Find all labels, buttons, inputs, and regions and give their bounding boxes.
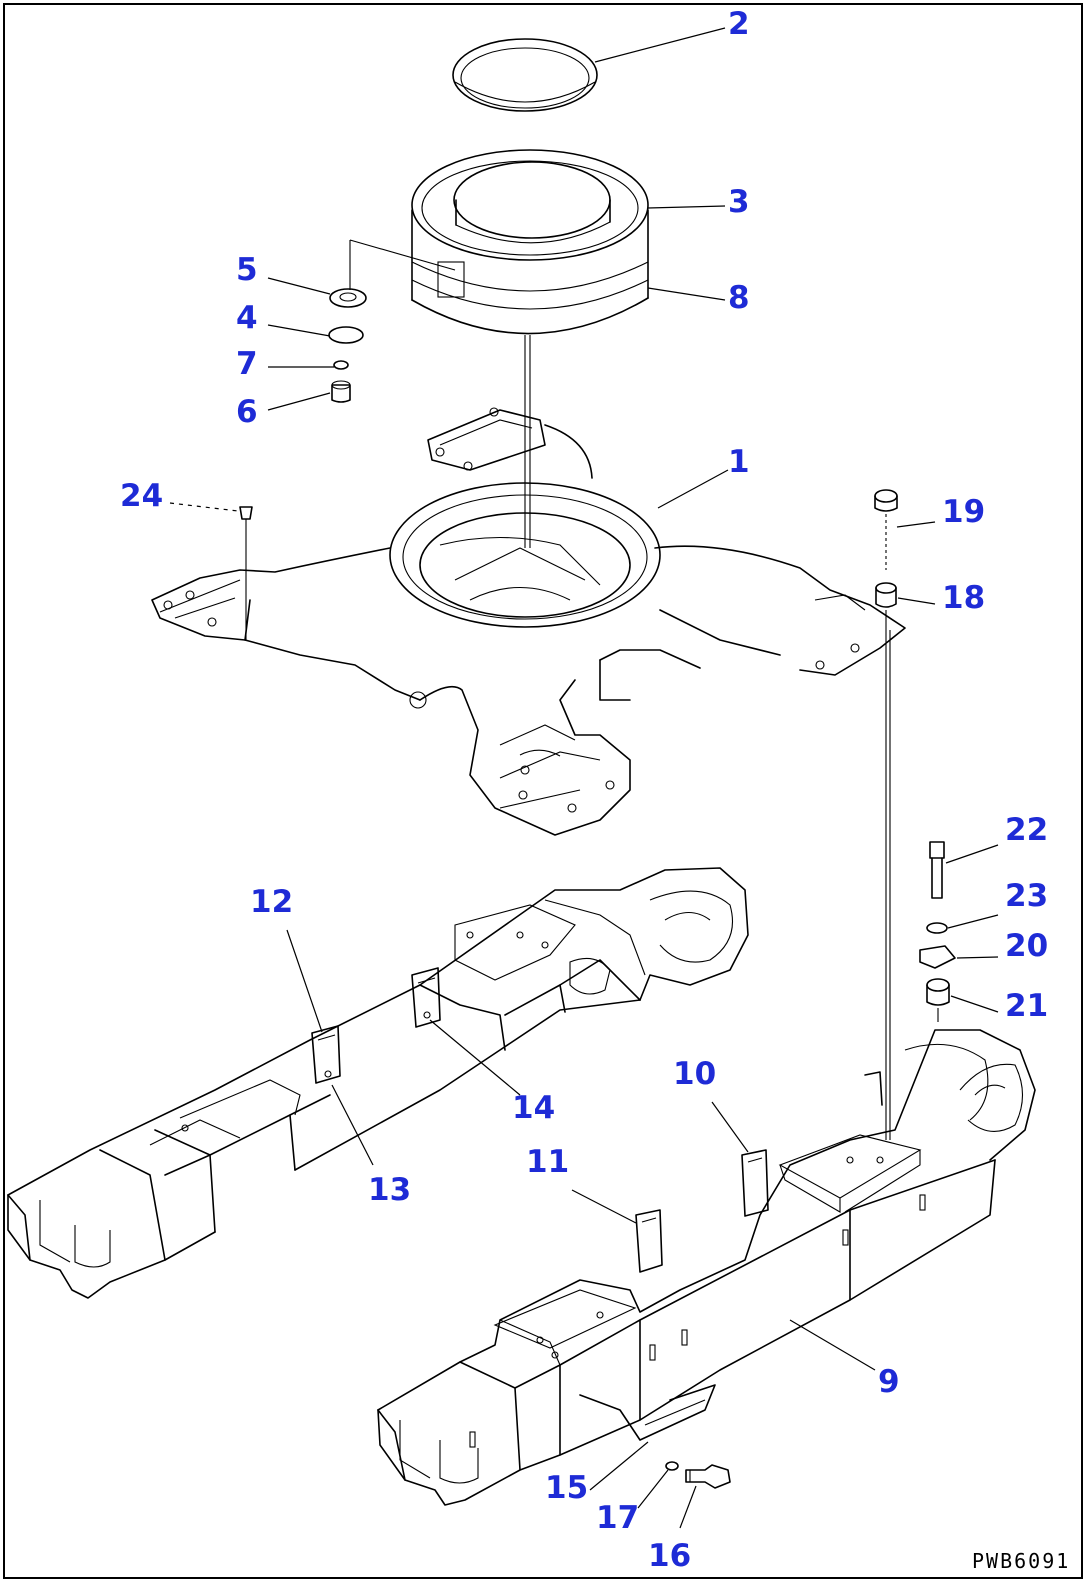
leader-stub-2 bbox=[349, 239, 456, 271]
callout-16: 16 bbox=[648, 1538, 691, 1574]
drawing-frame bbox=[3, 3, 1083, 1579]
callout-8: 8 bbox=[728, 280, 750, 316]
callout-22: 22 bbox=[1005, 812, 1048, 848]
callout-10: 10 bbox=[673, 1056, 716, 1092]
part-center-frame bbox=[151, 407, 906, 836]
part-track-frame-left bbox=[7, 867, 749, 1299]
callout-4: 4 bbox=[236, 300, 258, 336]
callouts: 2 3 8 1 5 4 7 6 24 19 18 22 23 20 21 12 … bbox=[120, 6, 1048, 1574]
drawing-code: PWB6091 bbox=[972, 1549, 1070, 1573]
callout-18: 18 bbox=[942, 580, 985, 616]
part-track-frame-right bbox=[377, 1029, 1036, 1506]
callout-19: 19 bbox=[942, 494, 985, 530]
callout-5: 5 bbox=[236, 252, 258, 288]
callout-15: 15 bbox=[545, 1470, 588, 1506]
part-swivel-ring bbox=[411, 149, 649, 335]
part-bolt-stack bbox=[919, 841, 956, 1022]
part-small-fittings bbox=[328, 288, 367, 403]
callout-14: 14 bbox=[512, 1090, 555, 1126]
callout-13: 13 bbox=[368, 1172, 411, 1208]
callout-24: 24 bbox=[120, 478, 163, 514]
part-seal-ring bbox=[452, 38, 598, 112]
callout-9: 9 bbox=[878, 1364, 900, 1400]
callout-17: 17 bbox=[596, 1500, 639, 1536]
callout-6: 6 bbox=[236, 394, 258, 430]
callout-21: 21 bbox=[1005, 988, 1048, 1024]
callout-3: 3 bbox=[728, 184, 750, 220]
callout-11: 11 bbox=[526, 1144, 569, 1180]
part-pin-bolt bbox=[874, 489, 898, 1140]
leader-lines bbox=[169, 27, 999, 1529]
callout-2: 2 bbox=[728, 6, 750, 42]
part-grease-fitting bbox=[239, 506, 253, 640]
callout-1: 1 bbox=[728, 444, 750, 480]
callout-20: 20 bbox=[1005, 928, 1048, 964]
callout-7: 7 bbox=[236, 346, 258, 382]
callout-23: 23 bbox=[1005, 878, 1048, 914]
callout-12: 12 bbox=[250, 884, 293, 920]
